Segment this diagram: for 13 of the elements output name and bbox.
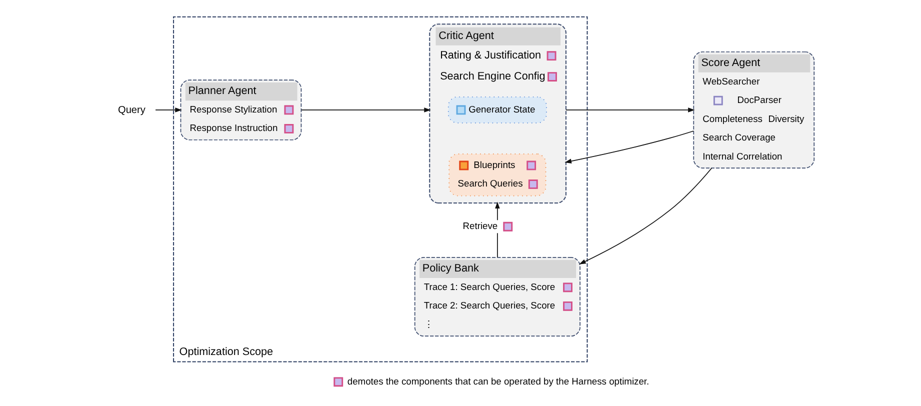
node-box: Score Agent WebSearcher DocParser Completeness Diversity Search Coverage Internal Correlation: [692, 51, 814, 168]
arrow: [564, 130, 694, 164]
node-box: Planner Agent Response Stylization Response Instruction: [180, 80, 302, 140]
node-box: Blueprints Search Queries: [448, 154, 546, 196]
arrow: [578, 168, 712, 264]
node-box: Policy Bank Trace 1: Search Queries, Score Trace 2: Search Queries, Score ⋮: [414, 257, 580, 337]
edge-label: Retrieve: [462, 221, 498, 232]
arrow: [154, 108, 182, 112]
arrow: [300, 108, 430, 112]
node-text: Query: [117, 104, 145, 116]
arrow: [565, 108, 694, 112]
node-box: Generator State: [447, 96, 546, 124]
legend-label: demotes the components that can be operated by the Harness optimizer.: [346, 376, 649, 386]
